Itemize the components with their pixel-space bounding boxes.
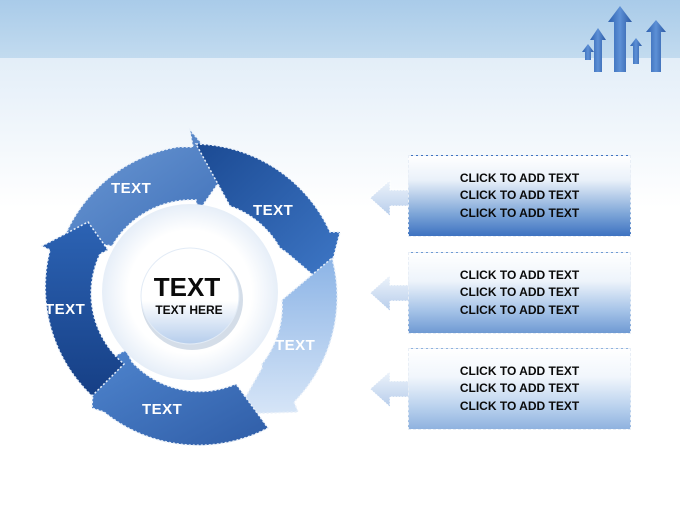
- text-box-line: CLICK TO ADD TEXT: [459, 302, 580, 317]
- text-box-line: CLICK TO ADD TEXT: [459, 170, 580, 185]
- text-box-2[interactable]: CLICK TO ADD TEXT CLICK TO ADD TEXT CLIC…: [408, 252, 631, 334]
- text-box-line: CLICK TO ADD TEXT: [459, 285, 580, 300]
- segment-label-2: TEXT: [253, 202, 293, 219]
- segment-label-5: TEXT: [45, 301, 85, 318]
- left-arrow-icon: [369, 273, 411, 313]
- text-box-1[interactable]: CLICK TO ADD TEXT CLICK TO ADD TEXT CLIC…: [408, 155, 631, 237]
- header-band: [0, 0, 680, 58]
- text-box-line: CLICK TO ADD TEXT: [459, 188, 580, 203]
- left-arrow-icon: [369, 369, 411, 409]
- text-box-line: CLICK TO ADD TEXT: [459, 363, 580, 378]
- cycle-segment-3: [234, 256, 338, 415]
- text-box-line: CLICK TO ADD TEXT: [459, 381, 580, 396]
- center-subtitle: TEXT HERE: [155, 303, 222, 317]
- segment-label-1: TEXT: [111, 180, 151, 197]
- center-title: TEXT: [154, 272, 221, 302]
- text-box-3[interactable]: CLICK TO ADD TEXT CLICK TO ADD TEXT CLIC…: [408, 348, 631, 430]
- text-box-line: CLICK TO ADD TEXT: [459, 267, 580, 282]
- cycle-segment-2: [194, 143, 341, 288]
- rising-arrows-icon: [582, 6, 666, 72]
- segment-label-4: TEXT: [142, 401, 182, 418]
- text-box-line: CLICK TO ADD TEXT: [459, 205, 580, 220]
- left-arrow-icon: [369, 178, 411, 218]
- cycle-segment-5: [40, 221, 126, 398]
- text-box-line: CLICK TO ADD TEXT: [459, 398, 580, 413]
- cycle-segment-4: [91, 348, 270, 446]
- segment-label-3: TEXT: [275, 337, 315, 354]
- cycle-center-pill: [140, 247, 240, 345]
- cycle-segment-1: [62, 127, 227, 247]
